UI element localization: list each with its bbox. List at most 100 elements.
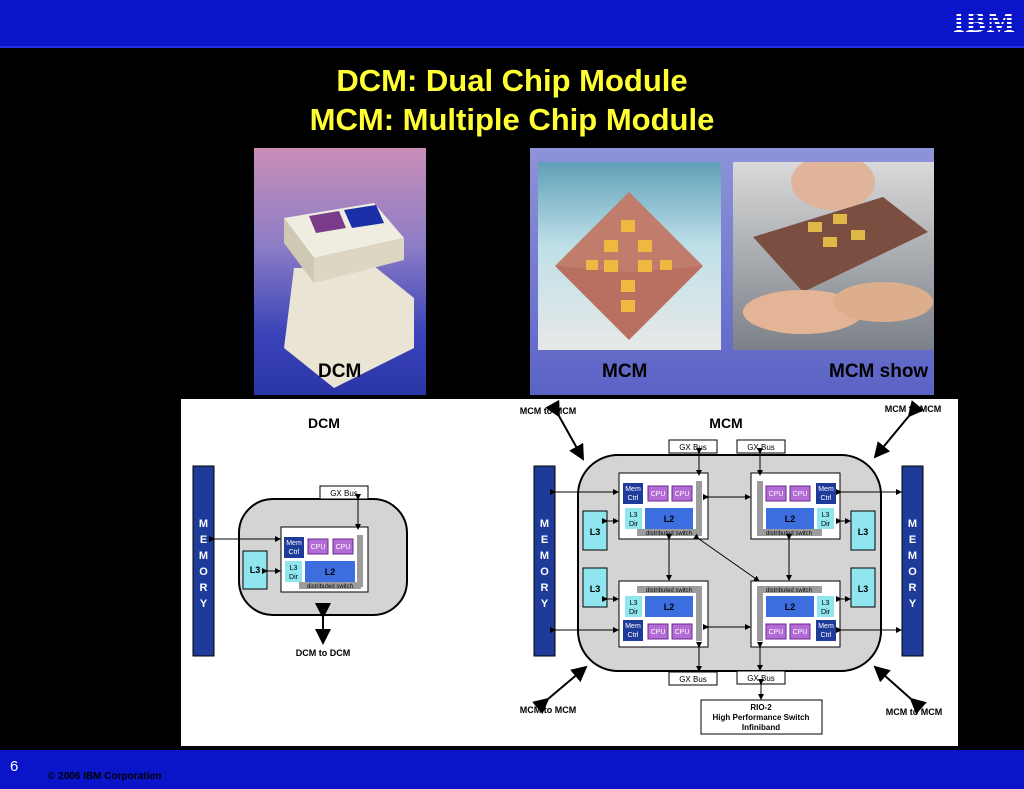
mcm-l3	[582, 510, 608, 551]
mcm-cpu-label: CPU	[651, 491, 666, 498]
architecture-diagram: DCM M E M O R Y L3 Mem Ctrl CPU CPU L3 D…	[181, 399, 958, 746]
mcm-chip-top-left: Mem Ctrl CPU CPU L3 Dir L2 distributed s…	[618, 472, 709, 540]
footer-bar	[0, 750, 1024, 789]
mcm-l3	[582, 567, 608, 608]
mcm-to-mcm-label: MCM to MCM	[520, 406, 576, 416]
mcm-module-illustration	[555, 192, 703, 340]
dcm-switch	[299, 582, 361, 589]
mcm-l3-dir-label: Dir	[629, 521, 639, 528]
mcm-diagram: MCM M E M O R Y M E M O R Y L3 L3 L3 L3	[520, 399, 942, 735]
dcm-memory-letter: Y	[200, 598, 208, 610]
mcm-cpu-label: CPU	[793, 629, 808, 636]
mcm-gx-bus-box	[668, 671, 718, 686]
mcm-mem-ctrl-label: Ctrl	[628, 632, 639, 639]
mcm-l3-dir-label: L3	[630, 600, 638, 607]
rio-label-line: Infiniband	[742, 723, 780, 732]
mcm-gx-bus-label: GX Bus	[747, 674, 775, 683]
mcm-to-mcm-label: MCM to MCM	[520, 705, 576, 715]
mcm-title: MCM	[709, 415, 742, 431]
mcm-l3-label: L3	[590, 584, 601, 594]
mcm-cpu-label: CPU	[769, 491, 784, 498]
mcm-l3-label: L3	[858, 584, 869, 594]
dcm-mem-ctrl-label: Ctrl	[289, 549, 300, 556]
dcm-photo: DCM	[254, 148, 426, 395]
mcm-cpu-label: CPU	[651, 629, 666, 636]
mcm-mem-ctrl-label: Mem	[625, 486, 641, 493]
mcm-l3-dir-label: L3	[630, 512, 638, 519]
mcm-switch-label: distributed switch	[766, 588, 812, 594]
dcm-memory-letter: R	[200, 582, 208, 594]
ibm-logo: IBM	[953, 6, 1016, 39]
mcm-memory-letter: O	[908, 566, 917, 578]
dcm-switch-label: distributed switch	[307, 584, 353, 590]
dcm-memory-letter: O	[199, 566, 208, 578]
mcm-memory-letter: M	[540, 550, 549, 562]
mcm-photo-panel: MCM MCM show	[530, 148, 934, 395]
dcm-memory-letter: E	[200, 534, 207, 546]
mcm-l2-label: L2	[664, 602, 675, 612]
mcm-chip-top-right: Mem Ctrl CPU CPU L3 Dir L2 distributed s…	[750, 472, 841, 540]
mcm-memory-bar-right	[901, 465, 924, 657]
mcm-switch-label: distributed switch	[646, 588, 692, 594]
mcm-mem-ctrl-label: Ctrl	[821, 632, 832, 639]
dcm-l3-dir-label: L3	[290, 565, 298, 572]
mcm-memory-letter: E	[541, 534, 548, 546]
mcm-mem-ctrl-label: Mem	[818, 623, 834, 630]
mcm-gx-bus-label: GX Bus	[679, 443, 707, 452]
mcm-memory-letter: M	[908, 518, 917, 530]
slide-title-line2: MCM: Multiple Chip Module	[309, 102, 715, 137]
mcm-cpu-label: CPU	[675, 629, 690, 636]
mcm-memory-letter: O	[540, 566, 549, 578]
mcm-memory-letter: M	[540, 518, 549, 530]
dcm-l3-label: L3	[250, 565, 261, 575]
mcm-memory-letter: Y	[909, 598, 917, 610]
dcm-l3-dir-label: Dir	[289, 574, 299, 581]
mcm-mem-ctrl-label: Mem	[625, 623, 641, 630]
dcm-l2-label: L2	[325, 567, 336, 577]
mcm-l3-dir-label: Dir	[629, 609, 639, 616]
mcm-gx-bus-box	[668, 439, 718, 454]
hands-holding-mcm-illustration	[743, 154, 933, 334]
mcm-switch-label: distributed switch	[766, 531, 812, 537]
mcm-mem-ctrl-label: Mem	[818, 486, 834, 493]
dcm-cpu-label: CPU	[336, 544, 351, 551]
mcm-l3-dir-label: Dir	[821, 521, 831, 528]
dcm-memory-letter: M	[199, 550, 208, 562]
page-number: 6	[10, 758, 19, 775]
mcm-chip-bottom-left: distributed switch L3 Dir L2 Mem Ctrl CP…	[618, 580, 709, 648]
dcm-mem-ctrl	[284, 537, 304, 558]
mcm-in-hands-photo	[733, 154, 934, 350]
mcm-memory-letter: R	[909, 582, 917, 594]
mcm-cpu-label: CPU	[793, 491, 808, 498]
mcm-shown-caption: MCM show	[829, 361, 929, 382]
mcm-switch-label: distributed switch	[646, 531, 692, 537]
mcm-cpu-label: CPU	[675, 491, 690, 498]
mcm-l3-label: L3	[590, 527, 601, 537]
rio-label-line: High Performance Switch	[713, 713, 810, 722]
mcm-gx-bus-label: GX Bus	[747, 443, 775, 452]
mcm-l3-dir-label: L3	[822, 512, 830, 519]
mcm-memory-letter: E	[909, 534, 916, 546]
dcm-l2	[305, 561, 355, 582]
dcm-memory-bar	[192, 465, 215, 657]
mcm-memory-bar-left	[533, 465, 556, 657]
mcm-memory-letter: R	[541, 582, 549, 594]
mcm-gx-bus-label: GX Bus	[679, 675, 707, 684]
mcm-l3	[850, 510, 876, 551]
mcm-l3-label: L3	[858, 527, 869, 537]
rio-label-line: RIO-2	[750, 703, 772, 712]
dcm-mem-ctrl-label: Mem	[286, 540, 302, 547]
mcm-mem-ctrl-label: Ctrl	[628, 495, 639, 502]
mcm-l2-label: L2	[664, 514, 675, 524]
mcm-chip-bottom-right: distributed switch L2 L3 Dir CPU CPU Mem…	[750, 580, 841, 648]
dcm-cpu	[307, 538, 329, 555]
rio-box	[700, 699, 823, 735]
mcm-memory-letter: Y	[541, 598, 549, 610]
dcm-photo-caption: DCM	[318, 361, 362, 382]
mcm-photo	[538, 162, 721, 350]
mcm-to-mcm-label: MCM to MCM	[886, 707, 942, 717]
dcm-memory-letter: M	[199, 518, 208, 530]
copyright: © 2006 IBM Corporation	[48, 771, 162, 782]
mcm-mem-ctrl-label: Ctrl	[821, 495, 832, 502]
slide-title-line1: DCM: Dual Chip Module	[336, 63, 688, 98]
